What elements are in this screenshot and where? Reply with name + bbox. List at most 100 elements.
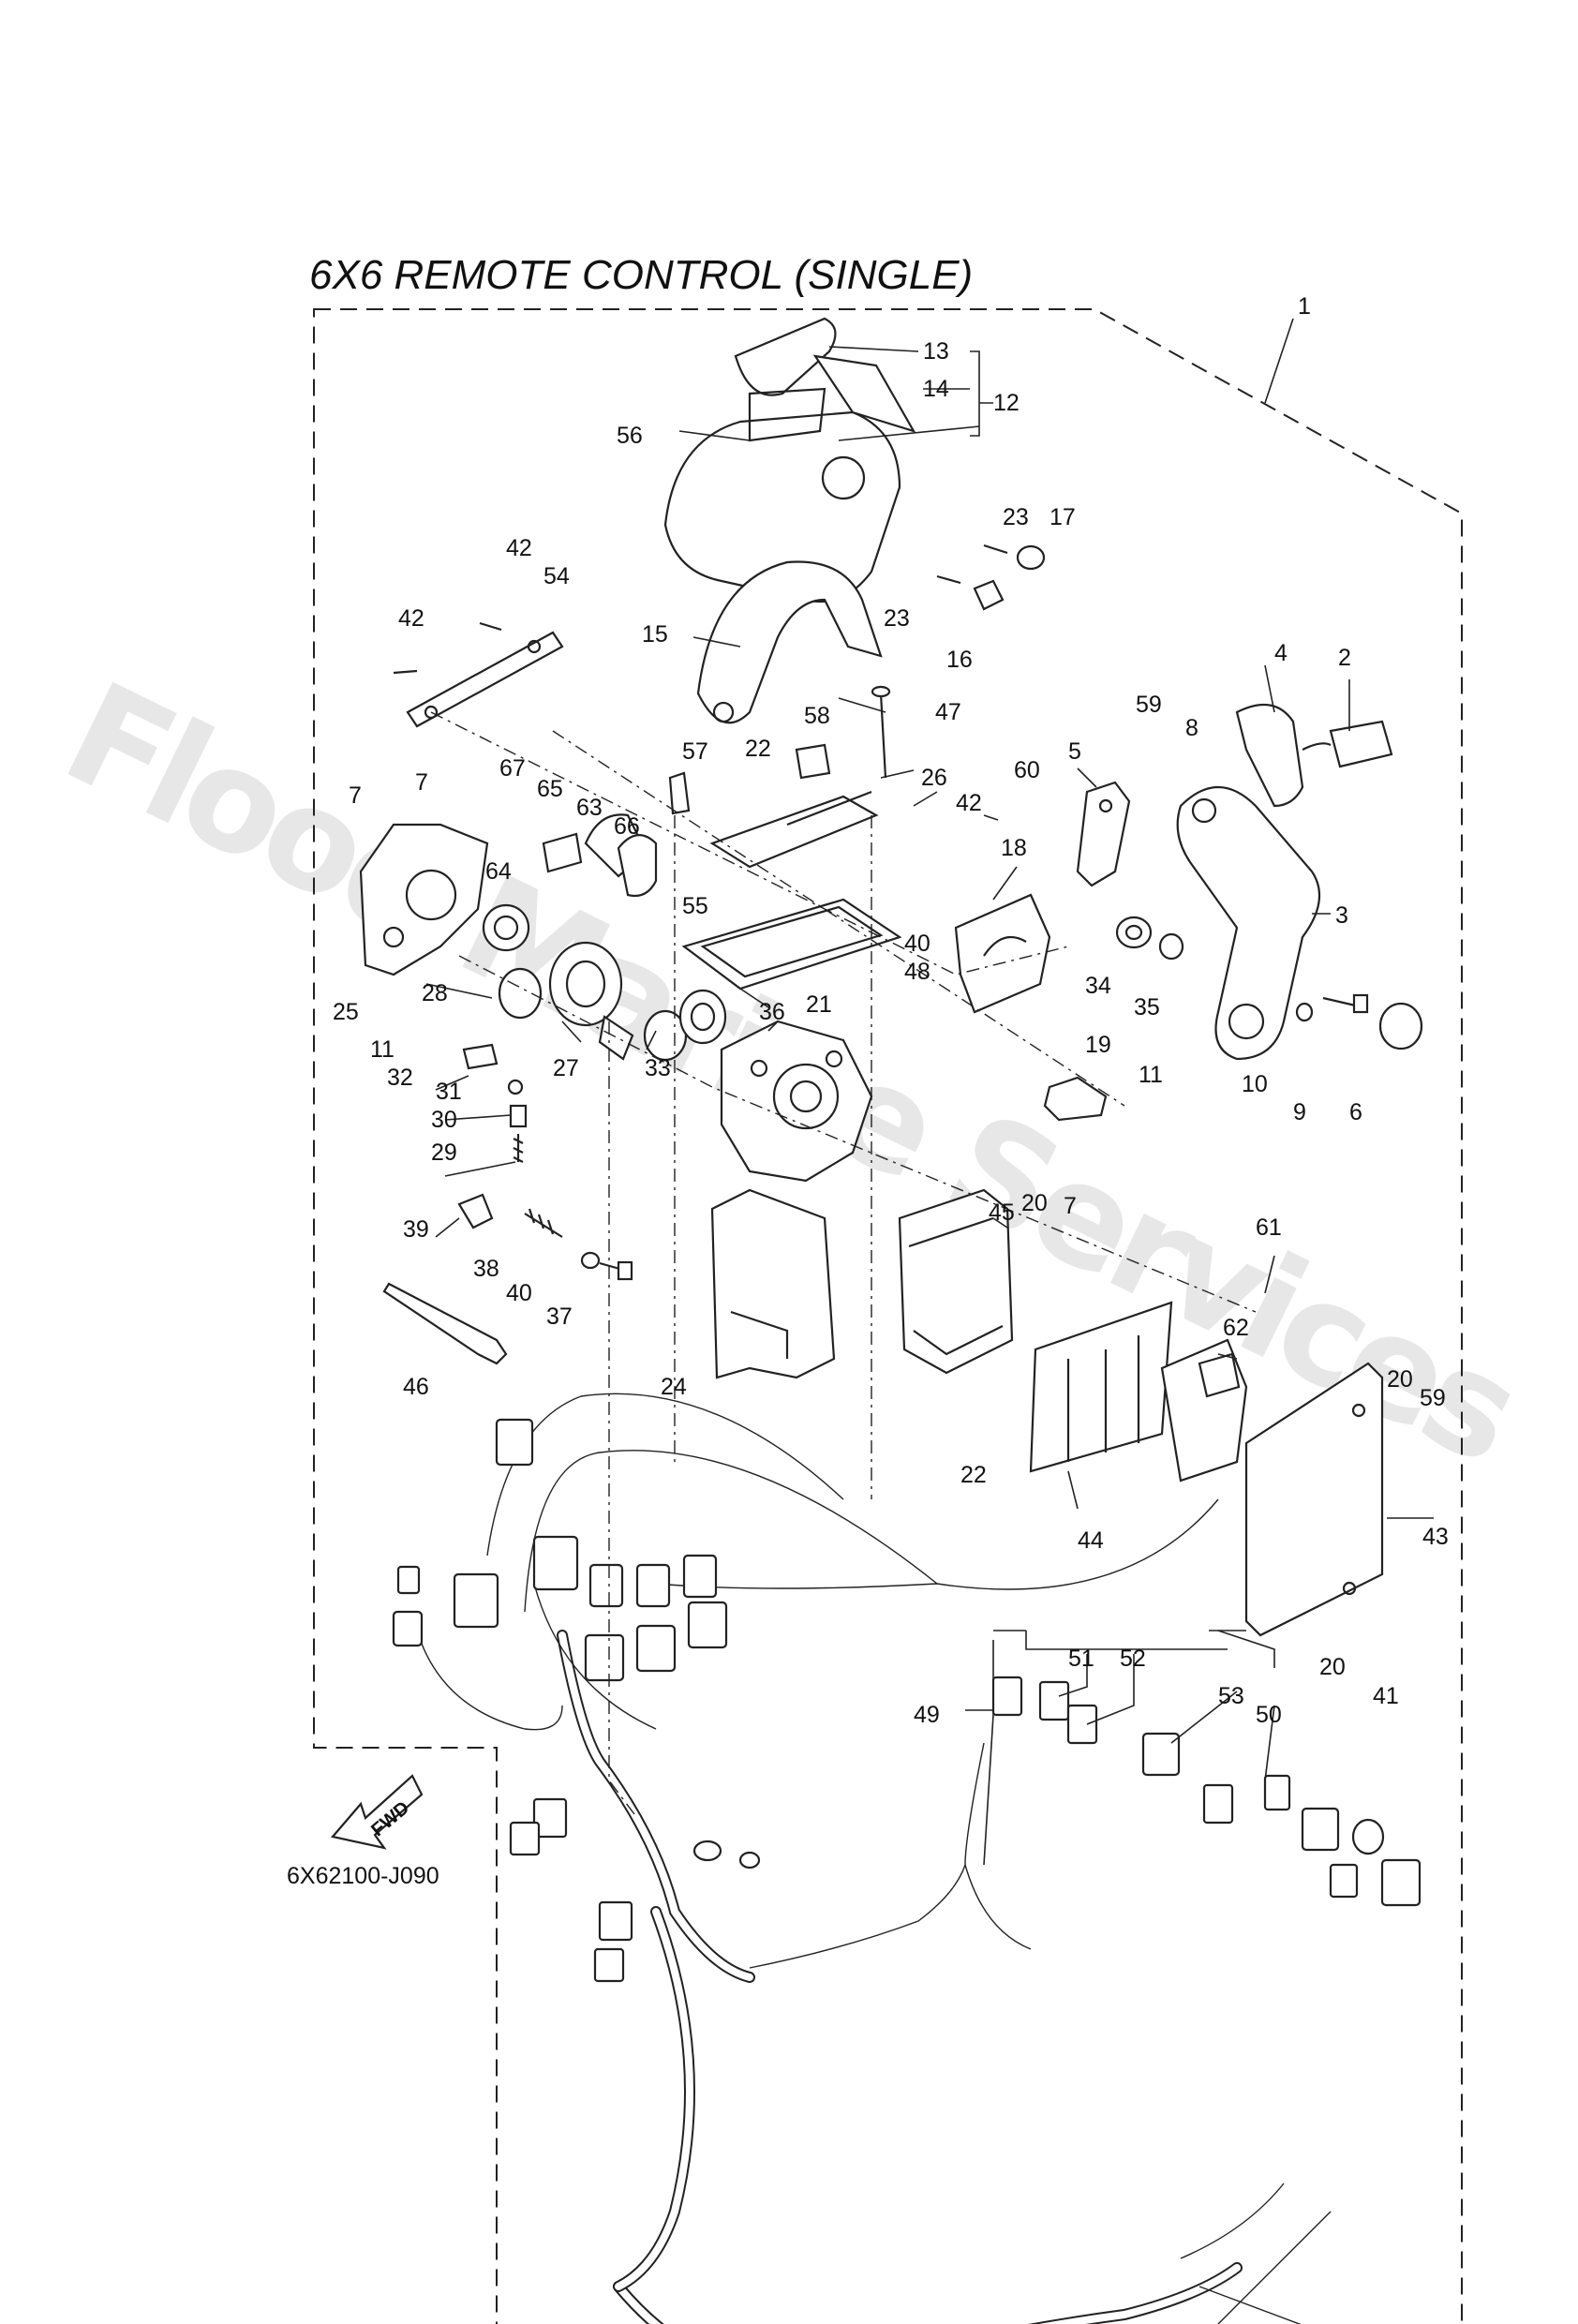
callout-7b: 7 [415,769,428,796]
callout-66: 66 [614,813,640,840]
callout-56: 56 [617,423,643,449]
callout-28: 28 [422,980,448,1006]
assembly-boundary [313,308,1463,2324]
callout-17: 17 [1050,504,1076,530]
callout-54: 54 [543,563,570,589]
callout-3: 3 [1335,902,1348,929]
parts-6-9-10 [1295,993,1423,1050]
callout-43: 43 [1422,1524,1449,1550]
callout-40a: 40 [904,931,930,957]
callout-8: 8 [1185,715,1198,741]
controller-45 [898,1188,1014,1375]
callout-48: 48 [904,959,930,985]
callout-44: 44 [1078,1527,1104,1554]
callout-31: 31 [436,1079,462,1105]
callout-6: 6 [1349,1099,1362,1125]
cable-tie-46 [382,1282,508,1365]
callout-38: 38 [473,1256,499,1282]
callout-20c: 20 [1319,1654,1346,1680]
part-19 [1043,1076,1108,1122]
callout-40b: 40 [506,1280,532,1306]
callout-63: 63 [576,795,603,821]
callout-20a: 20 [1021,1190,1048,1216]
callout-47: 47 [935,699,961,725]
callout-60: 60 [1014,757,1040,783]
callout-9: 9 [1293,1099,1306,1125]
callout-2: 2 [1338,645,1351,671]
part-5 [1076,781,1131,887]
callout-39: 39 [403,1216,429,1243]
callout-25: 25 [333,999,359,1025]
harness-main [411,1393,1219,1983]
shaft-assembly [498,941,727,1062]
diagram-title: 6X6 REMOTE CONTROL (SINGLE) [309,252,973,298]
callout-34: 34 [1085,973,1111,999]
callout-10: 10 [1242,1071,1268,1097]
top-cover [663,317,916,603]
callout-42b: 42 [398,605,424,632]
callout-24: 24 [661,1374,687,1400]
bolt-47 [871,685,891,779]
grip-4 [1235,703,1304,808]
callout-42a: 42 [506,535,532,561]
callout-58: 58 [804,703,830,729]
callout-64: 64 [485,858,512,885]
connector-62 [1198,1352,1241,1398]
callout-62: 62 [1223,1315,1249,1341]
callout-22a: 22 [745,736,771,762]
callout-13: 13 [923,338,949,365]
callout-30: 30 [431,1107,457,1133]
parts-63-66 [482,813,658,952]
parts-29-39 [457,1043,528,1229]
callout-32: 32 [387,1065,413,1091]
harness-bottom [613,1742,1332,2324]
connector-cluster-bottom-left [509,1797,761,1983]
washers-34-35 [1115,916,1184,961]
callout-55: 55 [682,893,708,919]
callout-16: 16 [946,647,973,673]
callout-21: 21 [806,991,832,1018]
callout-50: 50 [1256,1702,1282,1728]
callout-33: 33 [645,1055,671,1081]
base-26 [709,743,879,869]
bracket-43 [1244,1362,1384,1637]
callout-26: 26 [921,765,947,791]
routing-guides [430,711,1257,1819]
drawing-code: 6X62100-J090 [287,1863,439,1889]
callout-65: 65 [537,776,563,802]
callout-52: 52 [1120,1646,1146,1672]
callout-15: 15 [642,621,668,648]
callout-7a: 7 [349,782,362,809]
callout-18: 18 [1001,835,1027,861]
parts-37-38-40 [524,1208,633,1281]
callout-7c: 7 [1064,1193,1077,1219]
callout-57: 57 [682,738,708,765]
callout-20b: 20 [1387,1366,1413,1393]
callout-29: 29 [431,1140,457,1166]
part-18 [954,893,1051,1014]
callout-35: 35 [1134,994,1160,1020]
callout-53: 53 [1218,1683,1244,1709]
callout-5: 5 [1068,738,1081,765]
connector-cluster-right [991,1676,1422,1907]
part-57 [668,771,691,815]
small-parts-16-17-23 [936,544,1046,611]
switch-2 [1302,720,1393,768]
callout-59b: 59 [1420,1385,1446,1411]
callout-14: 14 [923,376,949,402]
callout-61: 61 [1256,1214,1282,1241]
cover-15 [696,560,883,724]
callout-51: 51 [1068,1646,1094,1672]
callout-67: 67 [499,755,526,782]
callout-27: 27 [553,1055,579,1081]
housing-25 [359,823,489,976]
callout-11a: 11 [370,1036,394,1063]
lever-arm-3 [1176,786,1321,1061]
callout-45: 45 [989,1199,1015,1226]
callout-22b: 22 [960,1462,987,1488]
callout-labels: 1 2 3 4 5 6 7 7 7 8 9 10 11 11 12 13 14 … [333,293,1449,1728]
callout-37: 37 [546,1304,573,1330]
plate-21 [681,898,902,991]
callout-46: 46 [403,1374,429,1400]
